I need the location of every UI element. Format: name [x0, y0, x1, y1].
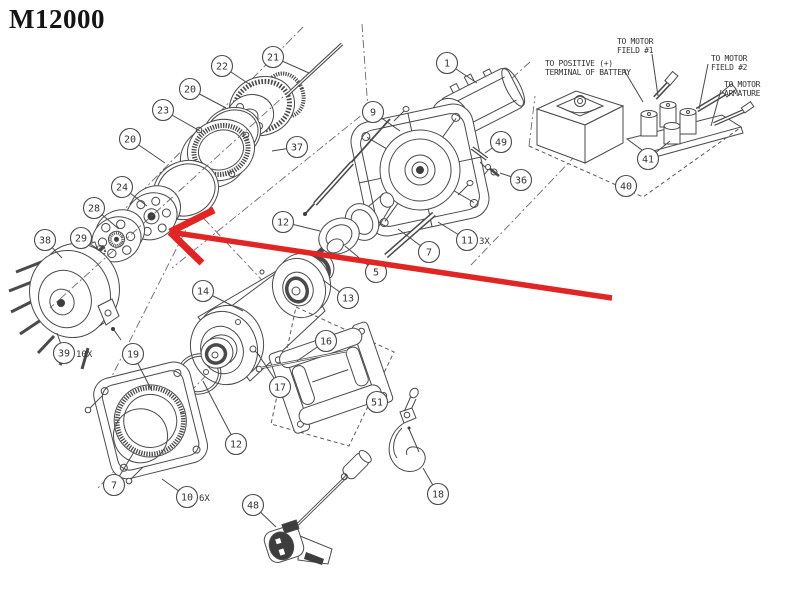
wire-label-positive-battery: TO POSITIVE (+)TERMINAL OF BATTERY [545, 59, 643, 102]
control-pack-boundary [529, 128, 740, 197]
callout-number: 17 [274, 383, 286, 394]
callout-number: 12 [230, 440, 242, 451]
callout-number: 28 [88, 204, 100, 215]
callout-number: 16 [320, 337, 332, 348]
callout-9: 9 [363, 102, 401, 132]
callout-number: 1 [444, 59, 450, 70]
callout-number: 29 [75, 234, 87, 245]
callout-number: 21 [267, 53, 279, 64]
callout-37: 37 [272, 137, 308, 158]
callout-number: 49 [495, 138, 507, 149]
callout-12: 12 [203, 381, 247, 455]
callout-10: 10 6X [162, 479, 210, 508]
callout-14: 14 [193, 281, 244, 312]
callout-36: 36 [500, 170, 532, 191]
red-annotation-arrow [170, 210, 612, 298]
callout-39: 39 10X [54, 333, 93, 364]
callout-number: 37 [291, 143, 303, 154]
callout-48: 48 [243, 495, 277, 528]
callout-number: 18 [432, 490, 444, 501]
callout-29: 29 [71, 228, 102, 252]
callout-24: 24 [112, 177, 148, 207]
part-16-roller-pin [256, 351, 347, 372]
callout-number: 22 [216, 62, 228, 73]
callout-quantity: 6X [199, 494, 210, 504]
callout-38: 38 [35, 230, 63, 259]
callout-18: 18 [423, 468, 449, 505]
callout-number: 12 [277, 218, 289, 229]
callout-number: 9 [370, 108, 376, 119]
callout-number: 39 [58, 349, 70, 360]
callout-number: 5 [373, 268, 379, 279]
callout-number: 20 [124, 135, 136, 146]
part-28-planet-carrier [83, 202, 154, 270]
part-41-solenoid-assembly [627, 71, 754, 159]
part-48-remote [261, 448, 373, 565]
callout-number: 11 [461, 236, 473, 247]
callout-number: 23 [157, 106, 169, 117]
callout-number: 7 [111, 481, 117, 492]
callout-11: 11 3X [438, 222, 490, 251]
callout-7: 7 [398, 229, 440, 263]
callout-number: 10 [181, 493, 193, 504]
callout-20: 20 [180, 79, 227, 109]
callout-7: 7 [104, 452, 135, 496]
part-36-bolt [486, 165, 500, 177]
callout-number: 7 [426, 248, 432, 259]
part-9-motor-support [347, 100, 492, 239]
rods-7-and-11 [303, 119, 434, 256]
callout-21: 21 [263, 47, 310, 74]
part-40-control-pack-cover [537, 91, 623, 163]
callout-49: 49 [485, 132, 512, 154]
callout-1: 1 [437, 53, 478, 84]
callout-number: 13 [342, 294, 354, 305]
callout-number: 38 [39, 236, 51, 247]
callout-quantity: 10X [76, 350, 93, 360]
callout-12: 12 [273, 212, 321, 233]
callout-number: 48 [247, 501, 259, 512]
callout-number: 14 [197, 287, 209, 298]
callout-40: 40 [616, 176, 637, 197]
callout-17: 17 [258, 354, 291, 398]
callout-number: 41 [642, 155, 654, 166]
callout-number: 24 [116, 183, 128, 194]
part-18-hook [389, 387, 425, 472]
callout-41: 41 [638, 141, 671, 170]
page-title: M12000 [9, 4, 105, 34]
callout-number: 19 [127, 350, 139, 361]
callout-20: 20 [120, 129, 166, 164]
callout-51: 51 [367, 392, 388, 413]
callout-number: 40 [620, 182, 632, 193]
callout-19: 19 [123, 344, 153, 392]
callout-23: 23 [153, 100, 201, 132]
callout-16: 16 [297, 331, 337, 362]
callout-number: 51 [371, 398, 383, 409]
callout-number: 20 [184, 85, 196, 96]
callout-13: 13 [323, 280, 359, 309]
callout-quantity: 3X [479, 237, 490, 247]
callout-22: 22 [212, 56, 253, 87]
callout-28: 28 [84, 198, 120, 230]
callout-number: 36 [515, 176, 527, 187]
part-38-drum-support [9, 232, 132, 369]
part-19-gear-support [85, 330, 241, 483]
part-21-rod [287, 44, 342, 95]
wire-label-text: TO POSITIVE (+)TERMINAL OF BATTERY [545, 59, 631, 77]
